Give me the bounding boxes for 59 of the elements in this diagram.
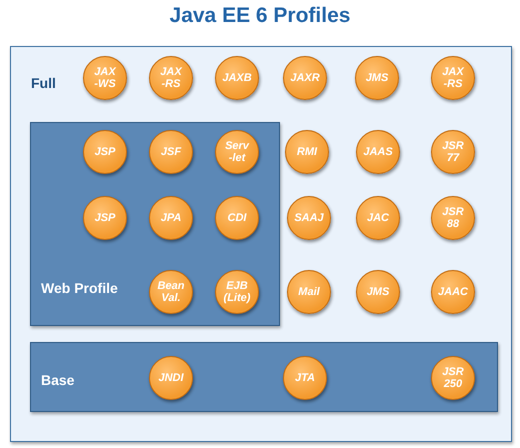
- api-circle: [83, 56, 127, 100]
- api-circle: [283, 56, 327, 100]
- api-circle: [283, 356, 327, 400]
- api-label: JAXR: [289, 72, 321, 84]
- api-label: JAX -RS: [441, 66, 465, 90]
- api-label: JAC: [366, 212, 390, 224]
- api-label: JSF: [160, 146, 182, 158]
- api-circle: [215, 196, 259, 240]
- profile-panel: [30, 122, 280, 326]
- api-circle: [356, 270, 400, 314]
- api-circle: [83, 130, 127, 174]
- profile-panel: [10, 46, 512, 442]
- api-label: JSP: [94, 212, 116, 224]
- api-circle: [287, 270, 331, 314]
- api-label: RMI: [296, 146, 318, 158]
- api-circle: [285, 130, 329, 174]
- api-label: Mail: [297, 286, 321, 298]
- api-circle: [431, 56, 475, 100]
- api-circle: [431, 196, 475, 240]
- diagram-title: Java EE 6 Profiles: [168, 4, 352, 28]
- api-label: JAXB: [221, 72, 253, 84]
- api-circle: [215, 56, 259, 100]
- api-circle: [287, 196, 331, 240]
- api-label: JSR 88: [441, 206, 465, 230]
- api-circle: [149, 270, 193, 314]
- api-circle: [356, 130, 400, 174]
- api-label: JSP: [94, 146, 116, 158]
- profile-panel: [30, 342, 498, 412]
- api-label: JNDI: [157, 372, 185, 384]
- panel-label: Full: [31, 75, 56, 91]
- api-label: SAAJ: [293, 212, 325, 224]
- api-circle: [356, 196, 400, 240]
- api-label: JAAS: [362, 146, 394, 158]
- api-label: JAX -RS: [159, 66, 183, 90]
- panel-label: Base: [41, 372, 74, 388]
- api-circle: [215, 270, 259, 314]
- api-label: Serv -let: [224, 140, 250, 164]
- api-circle: [431, 356, 475, 400]
- api-label: JMS: [366, 286, 390, 298]
- api-circle: [149, 130, 193, 174]
- api-circle: [215, 130, 259, 174]
- api-label: Bean Val.: [156, 280, 186, 304]
- api-circle: [149, 356, 193, 400]
- api-circle: [149, 56, 193, 100]
- api-label: JAAC: [437, 286, 469, 298]
- api-label: CDI: [226, 212, 248, 224]
- api-circle: [431, 270, 475, 314]
- api-label: JMS: [364, 72, 390, 84]
- api-circle: [355, 56, 399, 100]
- api-circle: [83, 196, 127, 240]
- api-circle: [431, 130, 475, 174]
- api-label: JAX -WS: [93, 66, 117, 90]
- api-label: JSR 77: [441, 140, 465, 164]
- panel-label: Web Profile: [41, 280, 118, 296]
- api-label: EJB (Lite): [222, 280, 252, 304]
- api-label: JSR 250: [441, 366, 465, 390]
- api-label: JTA: [294, 372, 316, 384]
- api-label: JPA: [160, 212, 182, 224]
- api-circle: [149, 196, 193, 240]
